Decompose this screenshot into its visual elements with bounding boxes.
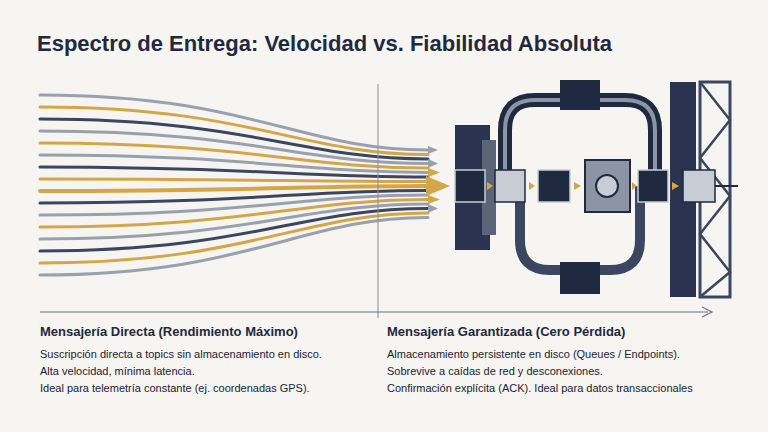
machinery (455, 80, 738, 297)
flow-lines (40, 95, 428, 275)
column-text: Suscripción directa a topics sin almacen… (40, 348, 322, 362)
flow-arrowheads (426, 146, 450, 213)
column-text: Confirmación explícita (ACK). Ideal para… (387, 382, 693, 396)
divider-line (378, 84, 379, 318)
column-text: Almacenamiento persistente en disco (Que… (387, 348, 680, 362)
column-heading: Mensajería Garantizada (Cero Pérdida) (387, 324, 625, 340)
column-text: Sobrevive a caídas de red y desconexione… (387, 365, 603, 379)
axis-arrowhead (702, 307, 712, 317)
column-text: Ideal para telemetría constante (ej. coo… (40, 382, 310, 396)
column-heading: Mensajería Directa (Rendimiento Máximo) (40, 324, 298, 340)
title: Espectro de Entrega: Velocidad vs. Fiabi… (37, 30, 612, 58)
column-text: Alta velocidad, mínima latencia. (40, 365, 195, 379)
axis-line (40, 311, 708, 312)
